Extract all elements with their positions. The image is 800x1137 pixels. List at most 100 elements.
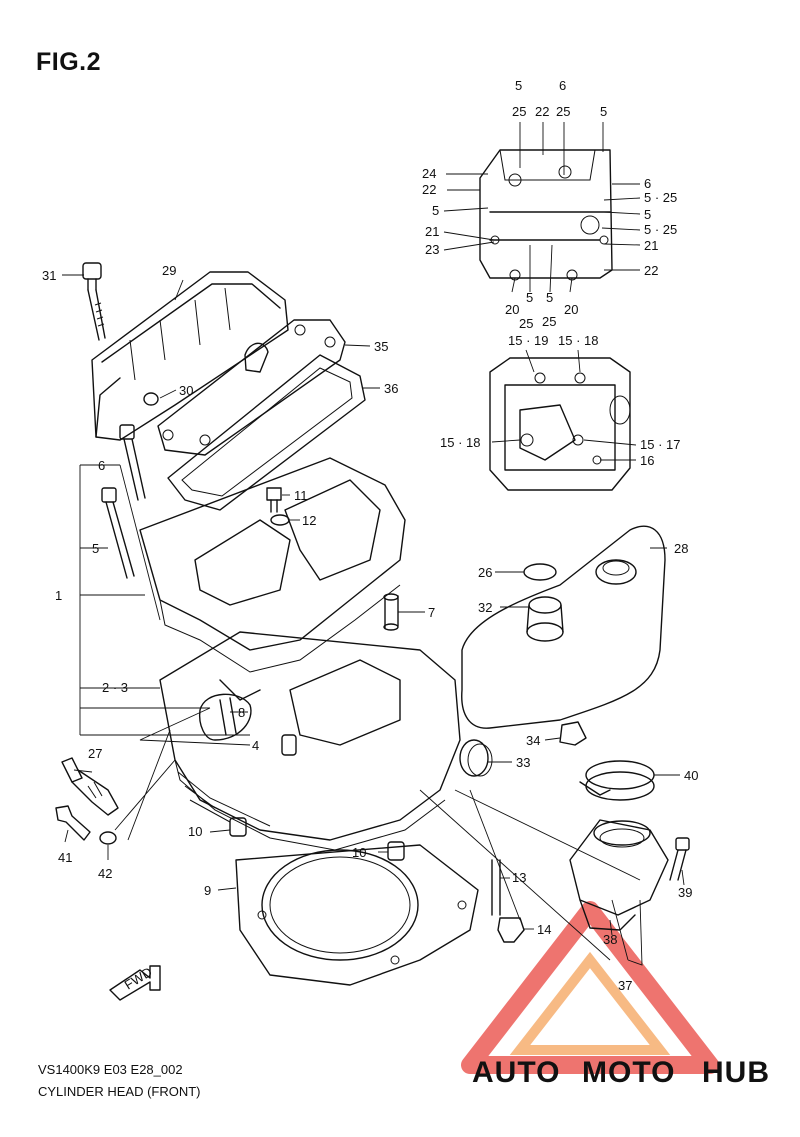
- callout-40: 40: [684, 768, 698, 783]
- figure-name: CYLINDER HEAD (FRONT): [38, 1084, 201, 1099]
- callout-15-17: 15 · 17: [640, 437, 680, 452]
- cylinder-head: [159, 631, 461, 851]
- callout-14: 14: [537, 922, 551, 937]
- callout-4: 4: [252, 738, 259, 753]
- callout-11: 11: [294, 488, 308, 503]
- callout-5b: 5: [644, 207, 651, 222]
- callout-28: 28: [674, 541, 688, 556]
- callout-25a: 25: [512, 104, 526, 119]
- callout-6: 6: [98, 458, 105, 473]
- callout-13: 13: [512, 870, 526, 885]
- leader-lines: [62, 122, 685, 966]
- callout-20b: 20: [564, 302, 578, 317]
- callout-5d: 5: [600, 104, 607, 119]
- callout-36: 36: [384, 381, 398, 396]
- callout-1: 1: [55, 588, 62, 603]
- callout-41: 41: [58, 850, 72, 865]
- callout-6b: 6: [559, 78, 566, 93]
- o-ring-42: [99, 831, 117, 845]
- callout-5-25b: 5 · 25: [644, 222, 677, 237]
- grommet-30: [143, 392, 159, 406]
- callout-38: 38: [603, 932, 617, 947]
- callout-5f: 5: [546, 290, 553, 305]
- callout-7: 7: [428, 605, 435, 620]
- callout-5a: 5: [432, 203, 439, 218]
- callout-5c: 5: [515, 78, 522, 93]
- callout-34: 34: [526, 733, 540, 748]
- gasket-36: [167, 354, 366, 511]
- bolt-5: [101, 487, 135, 579]
- callout-labels: 1 2 · 3 4 5 6 7 8 9 10 10 11 12 13 14 16…: [42, 78, 698, 993]
- figure-code: VS1400K9 E03 E28_002: [38, 1062, 183, 1077]
- callout-39: 39: [678, 885, 692, 900]
- bolt-11: [266, 487, 282, 513]
- watermark-text: AUTO MOTO HUB: [472, 1056, 770, 1089]
- cam-cover-35: [157, 319, 346, 456]
- callout-25c: 25: [519, 316, 533, 331]
- callout-25b: 25: [556, 104, 570, 119]
- callout-20a: 20: [505, 302, 519, 317]
- valve-cover-upper: [479, 149, 613, 281]
- callout-6c: 6: [644, 176, 651, 191]
- dowel-7: [383, 593, 399, 631]
- callout-2-3: 2 · 3: [102, 680, 128, 695]
- callout-10b: 10: [352, 845, 366, 860]
- dowel-4: [281, 734, 297, 756]
- callout-21b: 21: [644, 238, 658, 253]
- cam-holder: [139, 457, 406, 673]
- washer-26: [523, 563, 557, 581]
- callout-26: 26: [478, 565, 492, 580]
- stud-8: [219, 697, 237, 736]
- watermark-logo: [461, 901, 719, 1074]
- callout-32: 32: [478, 600, 492, 615]
- callout-24: 24: [422, 166, 436, 181]
- callout-42: 42: [98, 866, 112, 881]
- callout-22c: 22: [644, 263, 658, 278]
- grommet-32: [526, 596, 564, 642]
- figure-title: FIG.2: [36, 48, 102, 76]
- callout-25d: 25: [542, 314, 556, 329]
- callout-5e: 5: [526, 290, 533, 305]
- bolt-6: [119, 424, 146, 501]
- callout-12: 12: [302, 513, 316, 528]
- callout-15-18b: 15 · 18: [558, 333, 598, 348]
- cap-41: [55, 805, 91, 841]
- callout-27: 27: [88, 746, 102, 761]
- washer-12: [270, 514, 290, 526]
- spark-plug-27: [61, 757, 119, 816]
- cap-34: [559, 721, 587, 746]
- callout-30: 30: [179, 383, 193, 398]
- callout-31: 31: [42, 268, 56, 283]
- callout-5: 5: [92, 541, 99, 556]
- callout-16: 16: [640, 453, 654, 468]
- plug-33: [459, 739, 493, 777]
- intake-pipe-38: [569, 819, 669, 931]
- callout-22b: 22: [535, 104, 549, 119]
- callout-5-25a: 5 · 25: [644, 190, 677, 205]
- callout-23: 23: [425, 242, 439, 257]
- callout-10a: 10: [188, 824, 202, 839]
- callout-29: 29: [162, 263, 176, 278]
- callout-15-18a: 15 · 18: [440, 435, 480, 450]
- watermark-word-moto: MOTO: [582, 1056, 675, 1089]
- callout-37: 37: [618, 978, 632, 993]
- callout-35: 35: [374, 339, 388, 354]
- watermark-word-auto: AUTO: [472, 1056, 560, 1089]
- callout-8: 8: [238, 705, 245, 720]
- callout-21a: 21: [425, 224, 439, 239]
- callout-33: 33: [516, 755, 530, 770]
- head-cover: [91, 271, 289, 441]
- clamp-40: [579, 760, 655, 801]
- stud-13: [491, 859, 501, 916]
- watermark-word-hub: HUB: [702, 1056, 770, 1089]
- bolt-39: [669, 837, 690, 881]
- bolt-31: [82, 262, 106, 341]
- nut-14: [497, 917, 525, 943]
- fwd-arrow-icon: [109, 965, 161, 1001]
- dowel-10a: [229, 817, 247, 837]
- head-gasket-9: [235, 844, 479, 986]
- airbox-cover-28: [461, 525, 666, 729]
- callout-22a: 22: [422, 182, 436, 197]
